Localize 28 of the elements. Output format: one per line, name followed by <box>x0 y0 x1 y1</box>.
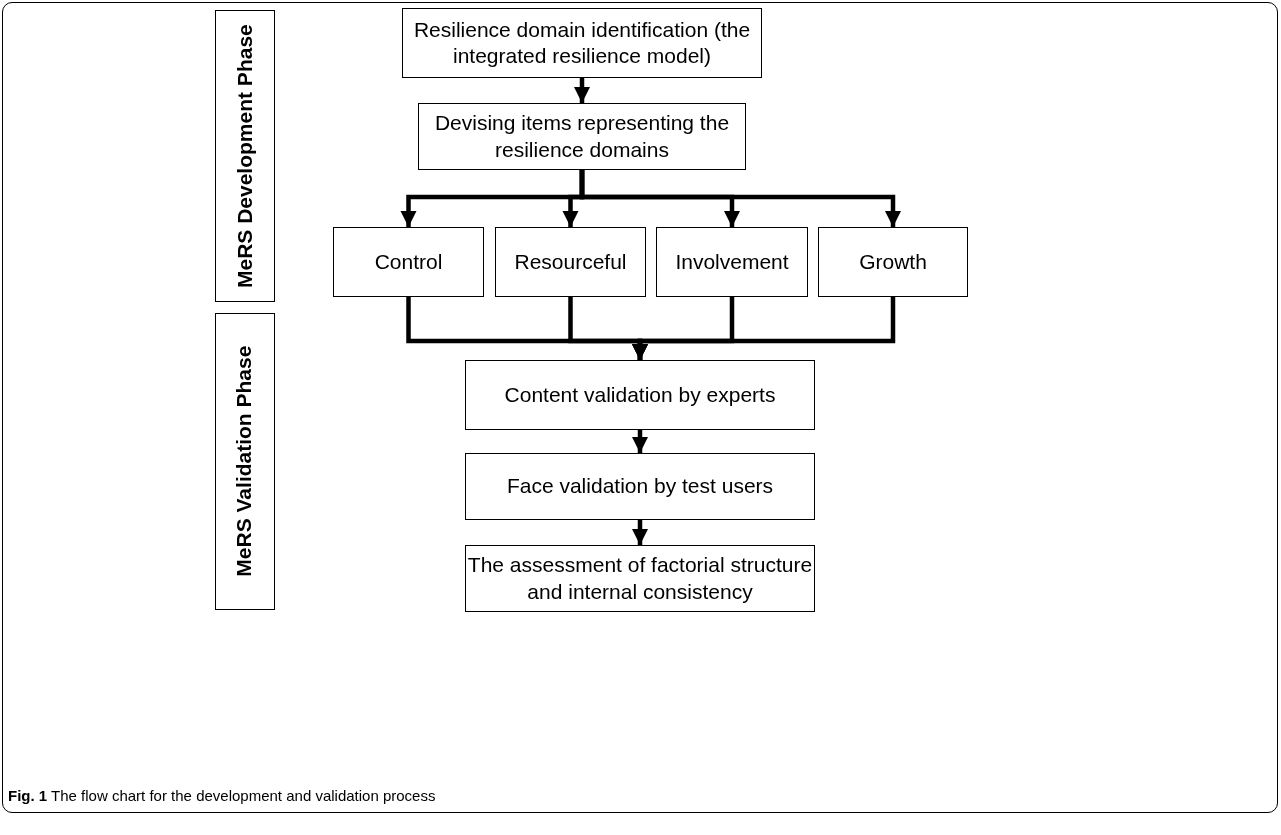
arrow <box>632 520 648 545</box>
box-label: Content validation by experts <box>504 381 776 408</box>
arrow <box>574 78 590 103</box>
phase-label: MeRS Development Phase <box>231 24 257 288</box>
phase-label: MeRS Validation Phase <box>231 345 257 578</box>
process-box <box>333 227 484 297</box>
box-label: Devising items representing the resilience domains <box>433 110 731 163</box>
arrow <box>632 297 896 360</box>
process-box <box>402 8 762 78</box>
figure-caption: Fig. 1 The flow chart for the development and validation process <box>8 787 436 804</box>
box-label: The assessment of factorial structure and internal consistency <box>466 552 814 605</box>
process-box <box>495 227 646 297</box>
arrow <box>579 170 901 227</box>
box-label: Resourceful <box>514 248 627 275</box>
process-box <box>465 545 815 612</box>
box-label: Control <box>374 248 443 275</box>
arrow <box>632 430 648 453</box>
phase-band <box>215 10 275 302</box>
process-box <box>465 360 815 430</box>
box-label: Growth <box>859 248 927 275</box>
box-label: Involvement <box>675 248 789 275</box>
phase-band <box>215 313 275 610</box>
process-box <box>418 103 746 170</box>
box-label: Resilience domain identification (the integrated resilience model) <box>412 16 752 69</box>
process-box <box>818 227 968 297</box>
process-box <box>465 453 815 520</box>
process-box <box>656 227 808 297</box>
box-label: Face validation by test users <box>506 473 774 500</box>
